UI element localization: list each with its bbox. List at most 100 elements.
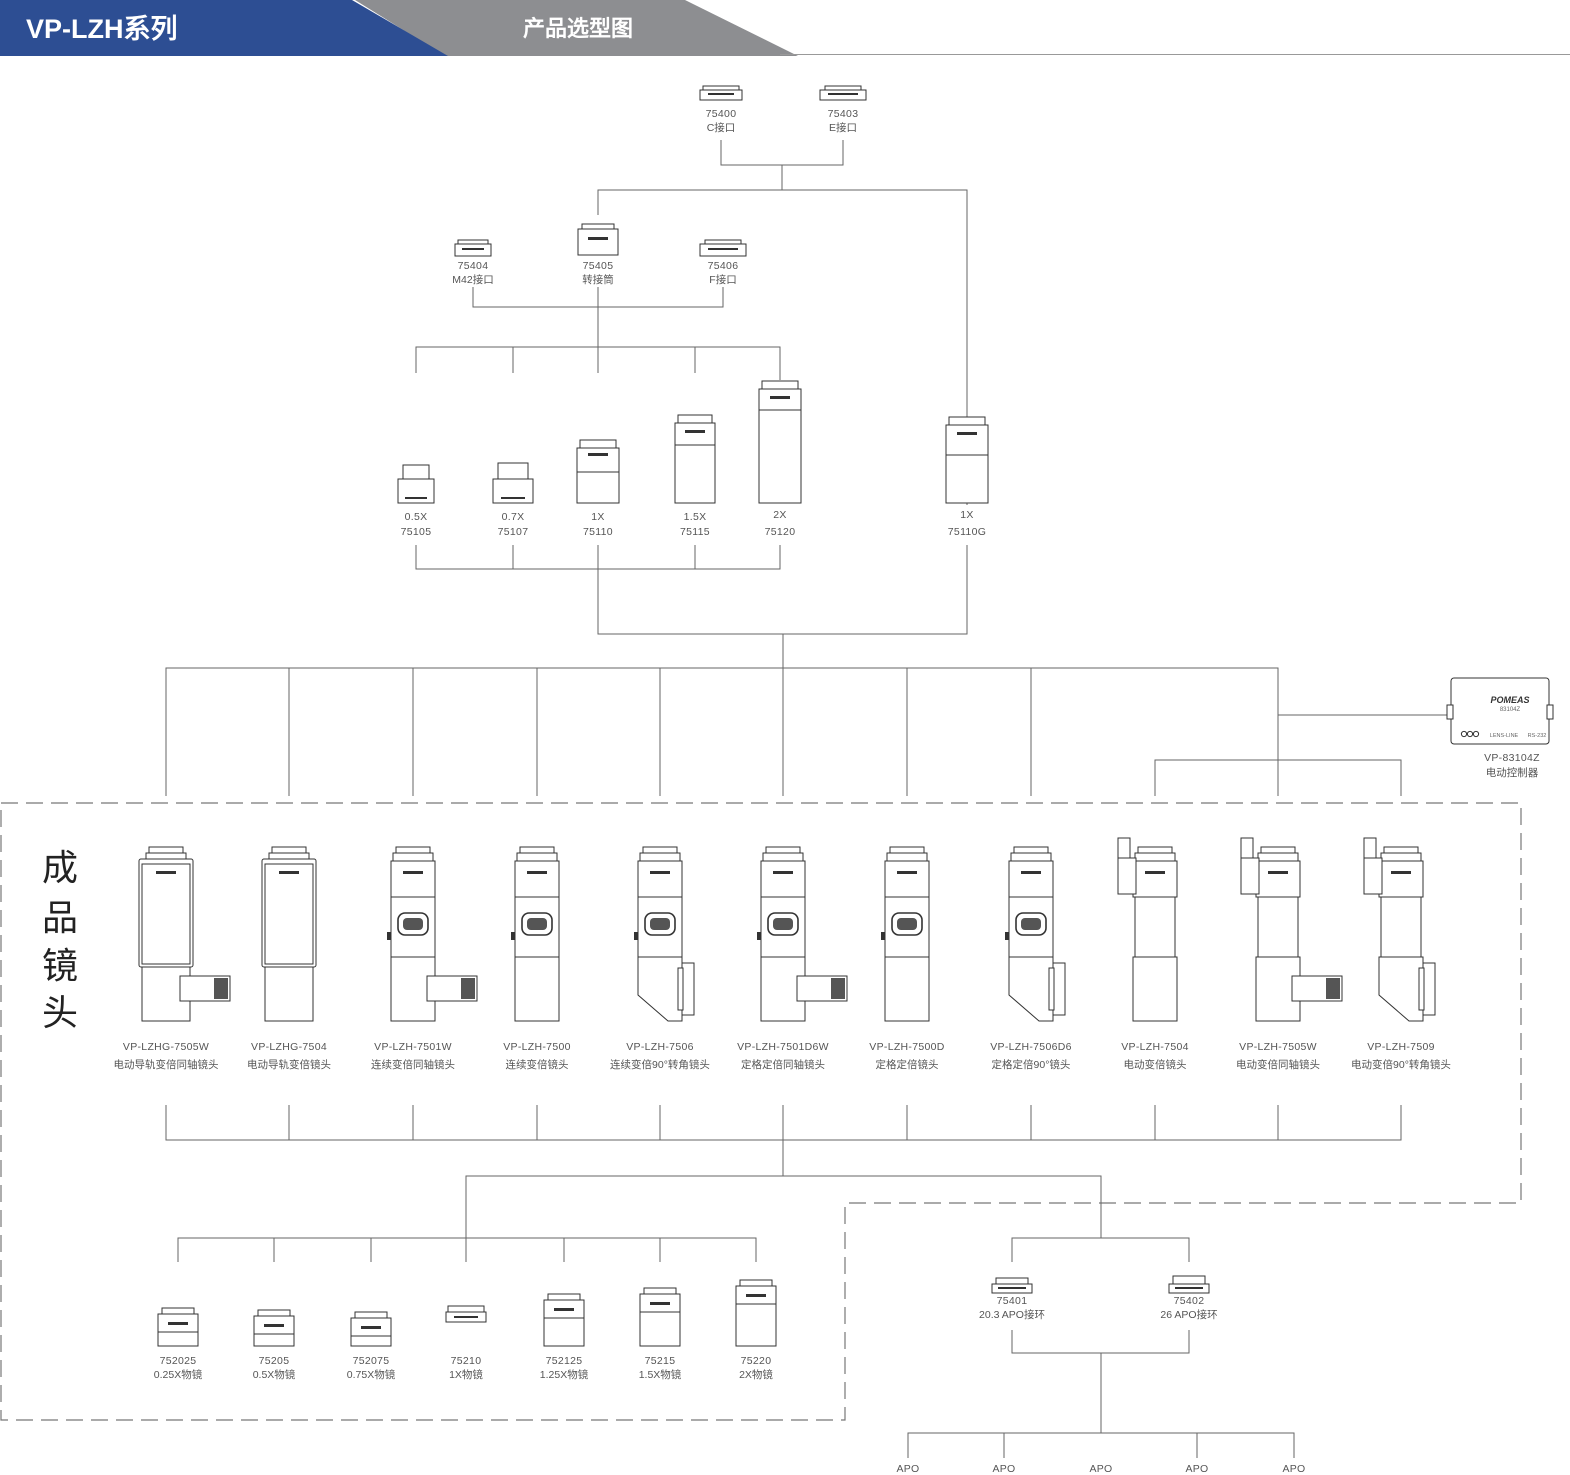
controller-port-label: LENS-LINE: [1490, 733, 1519, 739]
adapter-75405: 75405 转接筒: [577, 223, 619, 286]
finished-lens-item: VP-LZH-7509 电动变倍90°转角镜头: [1351, 837, 1451, 1071]
objective-code: 75205: [259, 1355, 290, 1367]
lens-shape: [1363, 857, 1383, 895]
lens-shape: [681, 962, 695, 1016]
side-label-char: 成: [42, 847, 78, 888]
part-name: E接口: [829, 121, 857, 134]
part-code: 75406: [708, 260, 739, 272]
objective-shape: [650, 1302, 670, 1305]
objective-shape: [454, 1316, 478, 1318]
part-code: 75401: [997, 1295, 1028, 1307]
controller-led: [1472, 730, 1480, 738]
controller-brand: POMEAS: [1490, 695, 1529, 705]
lens-shape: [1008, 956, 1054, 1022]
objective-code: 752075: [353, 1355, 390, 1367]
finished-lens-model: VP-LZH-7509: [1367, 1041, 1435, 1053]
objective-shape: [746, 1294, 766, 1297]
finished-lens-name: 电动导轨变倍同轴镜头: [114, 1058, 219, 1071]
side-label-char: 品: [42, 897, 78, 938]
objective-shape: [253, 1315, 295, 1347]
header-grey-band: [355, 0, 798, 56]
apo-output-label: APO: [992, 1463, 1015, 1475]
header-banner: VP-LZH系列 产品选型图: [0, 0, 1570, 56]
finished-lens-name: 连续变倍90°转角镜头: [610, 1058, 710, 1071]
lens-shape: [403, 918, 423, 930]
lens-shape: [889, 846, 925, 854]
tube-lens-code: 75107: [498, 526, 529, 538]
finished-lens-model: VP-LZH-7504: [1121, 1041, 1189, 1053]
lens-shape: [1134, 852, 1176, 862]
lens-shape: [634, 932, 638, 940]
objective-group: 7520250.25X物镜752050.5X物镜7520750.75X物镜752…: [154, 1279, 777, 1381]
apo-ring-75402: 75402 26 APO接环: [1160, 1275, 1218, 1321]
lens-shape: [677, 967, 684, 1011]
series-title: VP-LZH系列: [26, 14, 178, 44]
lens-shape: [1117, 857, 1137, 895]
lens-shape: [519, 846, 555, 854]
lens-shape: [1021, 871, 1041, 874]
lens-shape: [881, 932, 885, 940]
objective-shape: [257, 1309, 291, 1317]
lens-shape: [637, 860, 683, 898]
tube-lens-75110: 1X 75110: [576, 439, 620, 538]
finished-lens-model: VP-LZH-7501D6W: [737, 1041, 829, 1053]
controller-panel-code: 83104Z: [1500, 707, 1521, 713]
finished-lens-name: 连续变倍同轴镜头: [371, 1058, 455, 1071]
part-name: F接口: [709, 273, 736, 286]
objective-name: 1.5X物镜: [639, 1368, 682, 1381]
finished-lens-model: VP-LZH-7506D6: [990, 1041, 1072, 1053]
part-code: 75404: [458, 260, 489, 272]
lens-shape: [1378, 860, 1424, 898]
lens-shape: [897, 918, 917, 930]
lens-shape: [1010, 852, 1052, 862]
lens-shape: [637, 956, 683, 1022]
side-label-char: 头: [42, 992, 78, 1033]
lens-shape: [773, 918, 793, 930]
lens-shape: [1326, 978, 1340, 999]
lens-shape: [387, 932, 391, 940]
finished-lens-name: 连续变倍镜头: [506, 1058, 569, 1071]
finished-lens-region-outline: [0, 802, 1522, 1421]
finished-lens-name: 电动变倍90°转角镜头: [1351, 1058, 1451, 1071]
lens-shape: [395, 846, 431, 854]
lens-shape: [773, 871, 793, 874]
tube-lens-75107: 0.7X 75107: [492, 462, 534, 538]
lens-shape: [516, 852, 558, 862]
lens-shape: [762, 852, 804, 862]
lens-shape: [514, 860, 560, 898]
lens-shape: [392, 852, 434, 862]
finished-lens-name: 电动变倍同轴镜头: [1236, 1058, 1320, 1071]
lens-shape: [1013, 846, 1049, 854]
adapter-75406: 75406 F接口: [699, 239, 747, 286]
tube-lens-code: 75120: [765, 526, 796, 538]
lens-shape: [461, 978, 475, 999]
finished-lens-name: 电动导轨变倍镜头: [247, 1058, 331, 1071]
tube-lens-magnification: 1X: [960, 509, 973, 521]
objective-shape: [547, 1293, 581, 1301]
lens-shape: [264, 863, 314, 965]
part-code: 75400: [706, 108, 737, 120]
lens-shape: [765, 846, 801, 854]
part-name: 20.3 APO接环: [979, 1308, 1045, 1321]
tube-lens-code: 75115: [680, 526, 710, 538]
apo-output-label: APO: [1282, 1463, 1305, 1475]
part-code: 75402: [1174, 1295, 1205, 1307]
tube-lens-code: 75105: [401, 526, 432, 538]
objective-shape: [361, 1326, 381, 1329]
controller-led: [1466, 730, 1474, 738]
lens-shape: [760, 860, 806, 898]
lens-shape: [1380, 896, 1422, 958]
tube-lens-magnification: 0.7X: [502, 511, 525, 523]
finished-lens-model: VP-LZH-7505W: [1239, 1041, 1317, 1053]
lens-shape: [1132, 956, 1178, 1022]
part-name: C接口: [707, 121, 736, 134]
